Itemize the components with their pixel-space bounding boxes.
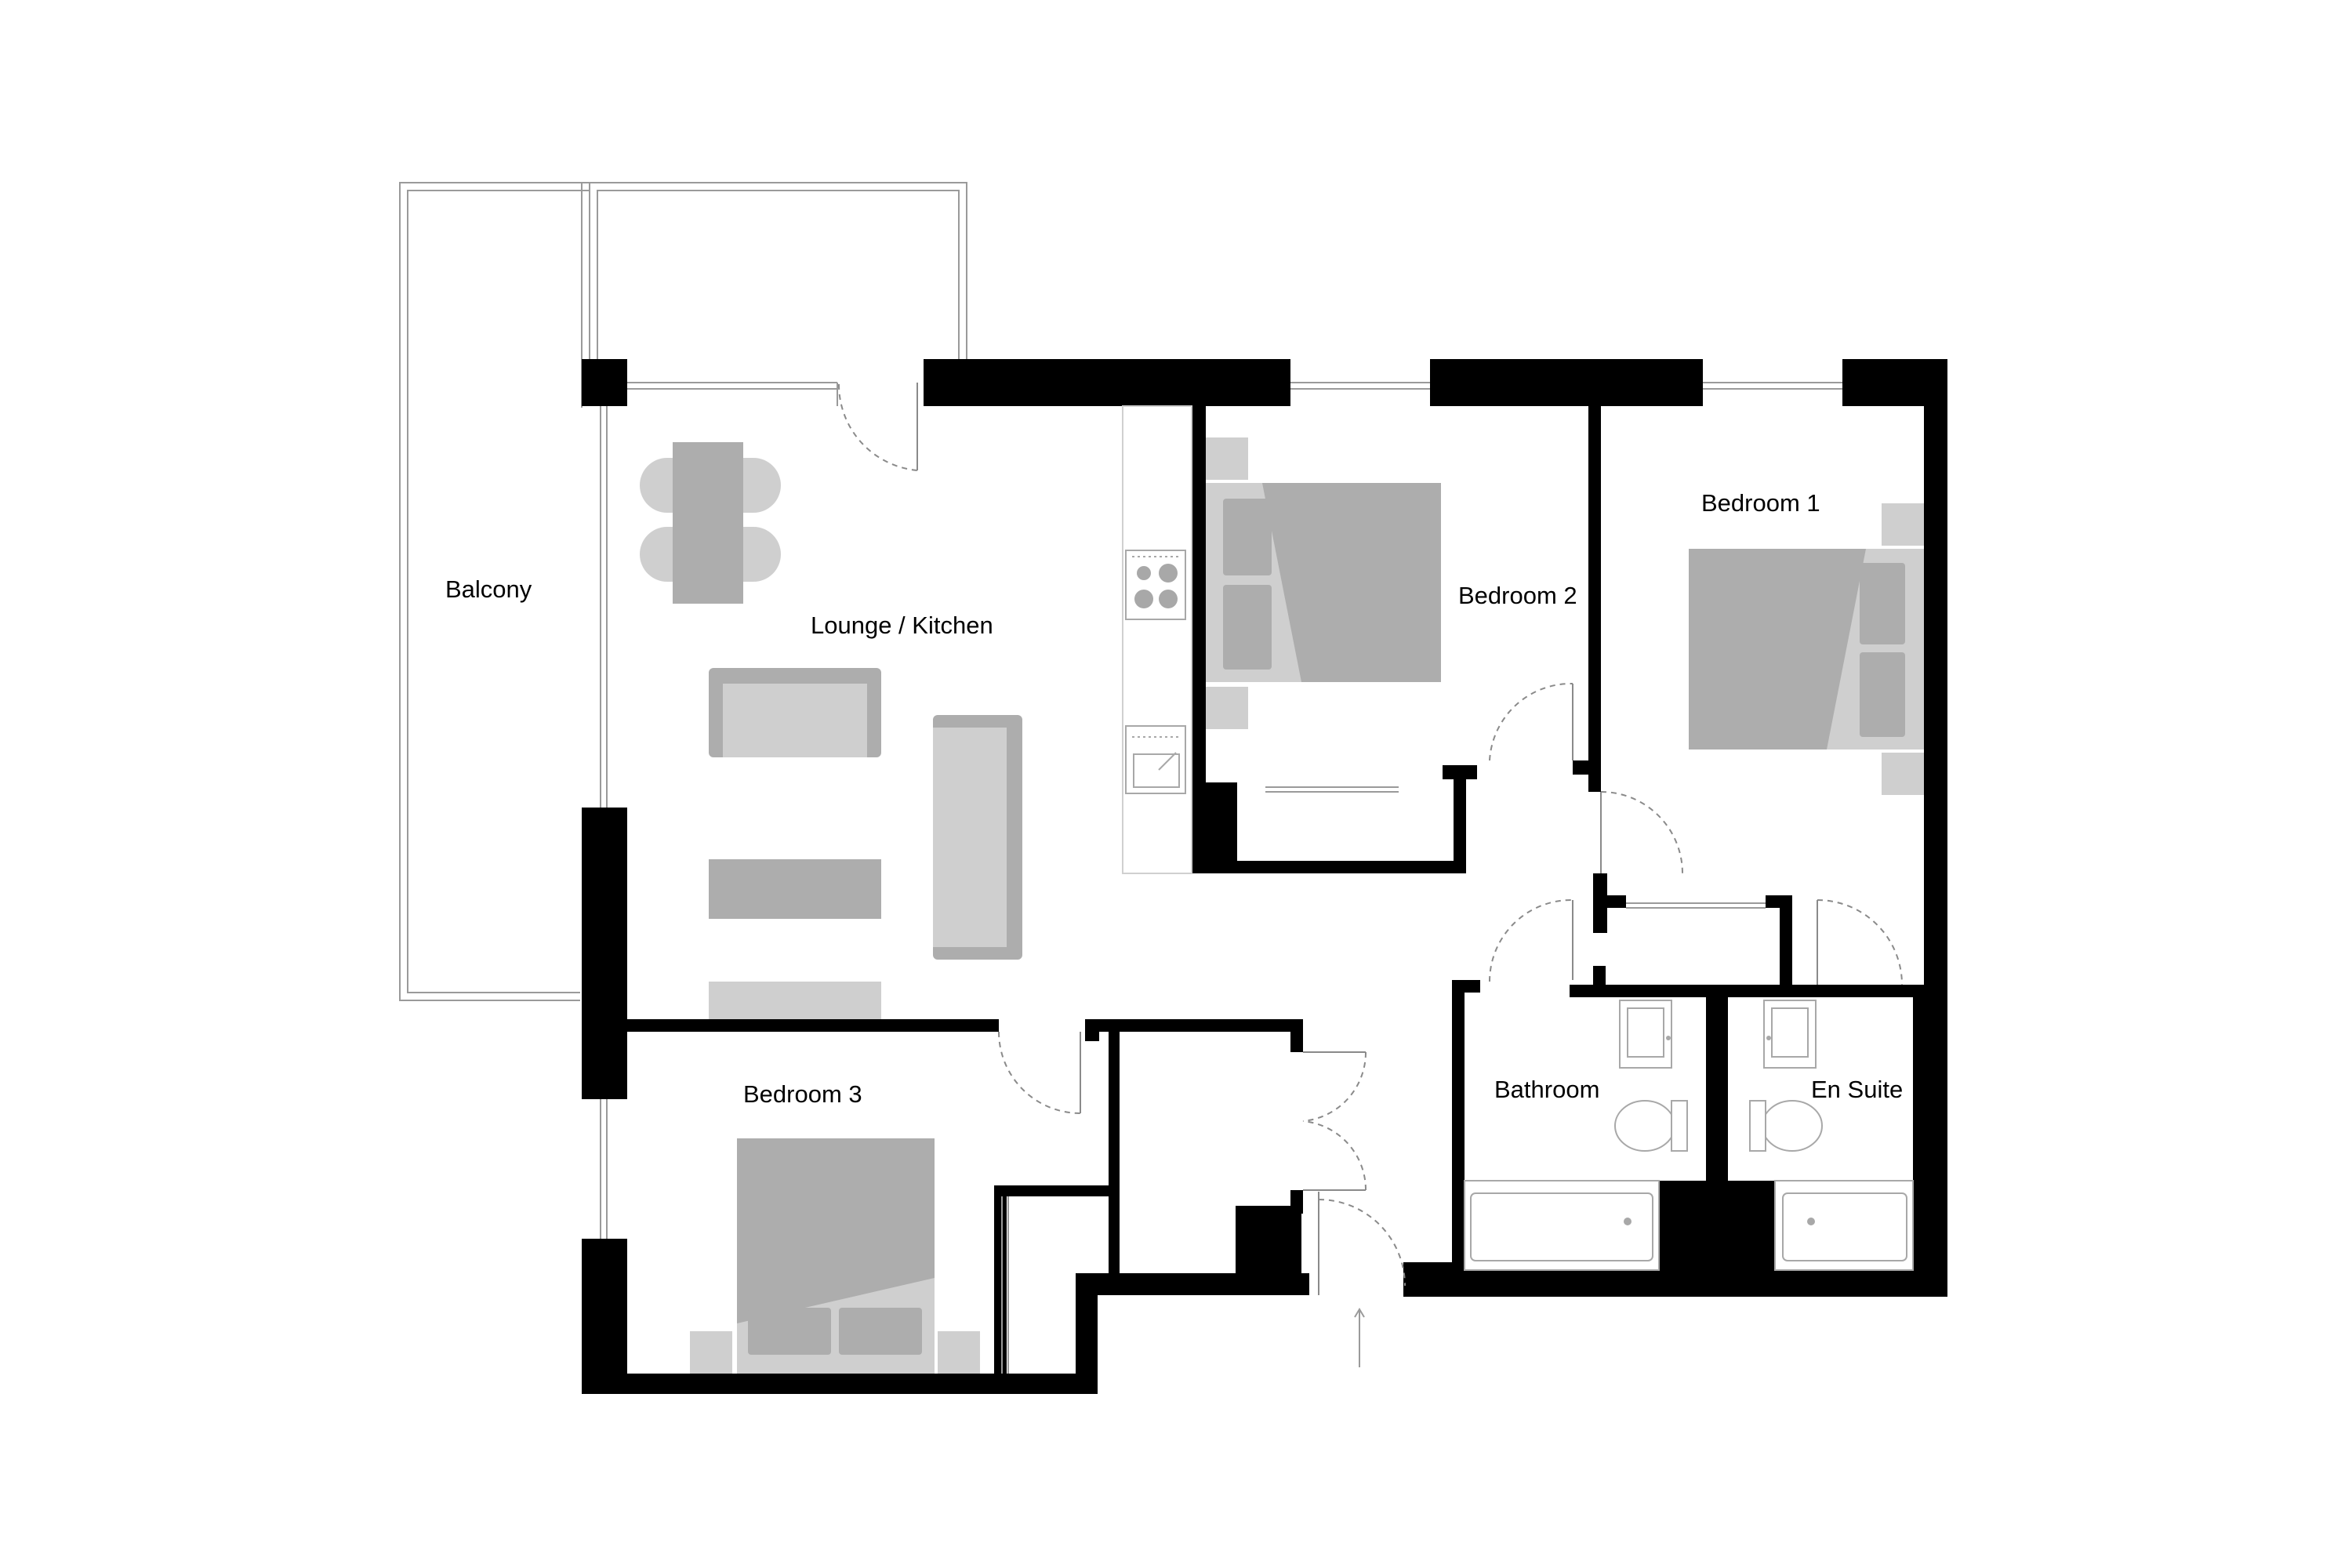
wall-segment (1443, 765, 1477, 779)
walls (582, 359, 1947, 1394)
windows (600, 382, 1842, 1374)
wall-segment (1290, 1019, 1303, 1052)
double-bed (1689, 503, 1924, 795)
wall-segment (1290, 1190, 1303, 1214)
wall-segment (1076, 1273, 1309, 1295)
room-label-bedroom-1: Bedroom 1 (1701, 489, 1820, 517)
wall-segment (1659, 1181, 1775, 1272)
room-label-en-suite: En Suite (1811, 1076, 1903, 1103)
wall-segment (1588, 760, 1601, 792)
wall-segment (1192, 782, 1237, 873)
wall-segment (1109, 1027, 1120, 1275)
wall-segment (1913, 985, 1929, 1267)
room-label-bedroom-2: Bedroom 2 (1458, 582, 1577, 609)
sink-icon (1763, 1000, 1817, 1069)
entrance-arrow-icon (1354, 1308, 1365, 1367)
sofa (933, 715, 1022, 960)
bathtub-icon (1464, 1180, 1660, 1271)
wall-segment (1452, 980, 1465, 1286)
wall-segment (627, 1019, 999, 1032)
room-label-lounge-kitchen: Lounge / Kitchen (811, 612, 993, 639)
wall-segment (582, 1374, 1098, 1394)
wall-segment (1780, 895, 1792, 986)
double-bed (690, 1138, 980, 1374)
wall-segment (994, 1185, 1112, 1196)
sink-icon (1619, 1000, 1672, 1069)
kitchen-counter (1122, 405, 1192, 874)
dining-table (640, 442, 781, 604)
bathroom-fixtures (1464, 1000, 1688, 1271)
wall-segment (924, 359, 1290, 406)
en-suite-fixtures (1749, 1000, 1914, 1271)
toilet-icon (1749, 1100, 1823, 1152)
wall-segment (994, 1185, 1007, 1374)
hob-icon (1125, 550, 1186, 620)
wall-segment (1085, 1019, 1303, 1032)
wall-segment (1085, 1019, 1099, 1041)
wall-segment (582, 808, 627, 1099)
wall-segment (582, 359, 627, 406)
room-label-bathroom: Bathroom (1494, 1076, 1599, 1103)
wall-segment (1237, 861, 1466, 873)
sink-icon (1125, 725, 1186, 794)
wall-segment (1593, 966, 1606, 989)
wall-segment (1452, 980, 1480, 993)
wall-segment (582, 1239, 627, 1394)
room-label-bedroom-3: Bedroom 3 (743, 1080, 862, 1108)
coffee-table (709, 859, 881, 919)
wall-segment (1588, 406, 1601, 775)
tv-unit (709, 982, 881, 1019)
wall-segment (1593, 895, 1626, 908)
wall-segment (1294, 1273, 1309, 1295)
room-label-balcony: Balcony (445, 575, 532, 603)
door-swing-icon (837, 383, 1903, 1295)
bathtub-icon (1774, 1180, 1914, 1271)
wall-segment (1706, 985, 1728, 1189)
wall-segment (1454, 775, 1466, 873)
sofa (709, 668, 881, 757)
wall-segment (1236, 1206, 1301, 1276)
double-bed (1206, 437, 1441, 729)
wall-segment (1192, 406, 1206, 873)
toilet-icon (1614, 1100, 1688, 1152)
wall-segment (1430, 359, 1703, 406)
wall-segment (1570, 985, 1924, 997)
